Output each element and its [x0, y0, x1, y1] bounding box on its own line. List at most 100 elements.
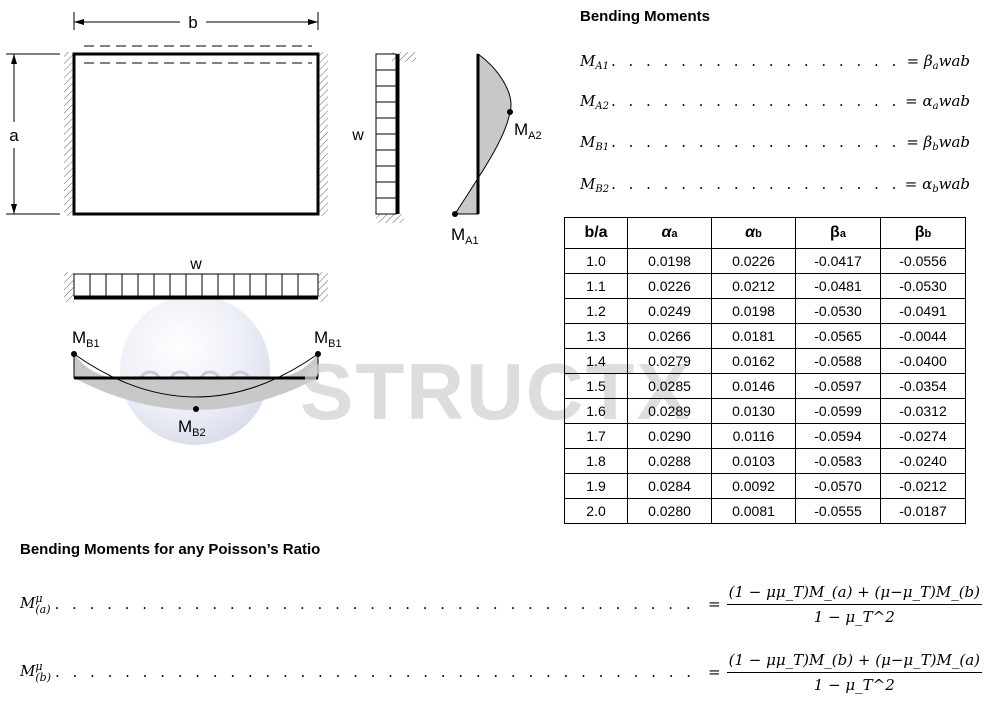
label-MB1-right: MB1 [314, 328, 342, 350]
header-beta-b: βb [880, 217, 966, 249]
side-moment-diagram: MA2 MA1 [451, 53, 542, 247]
label-w-bottom: w [189, 256, 202, 273]
table-cell: -0.0556 [880, 248, 966, 274]
formula-row-MA2: MA2 . . . . . . . . . . . . . . . . . . … [580, 92, 970, 112]
table-cell: 0.0081 [711, 498, 796, 524]
table-cell: 0.0280 [627, 498, 712, 524]
table-cell: -0.0530 [880, 273, 966, 299]
table-cell: 0.0226 [711, 248, 796, 274]
dimension-b: b [73, 12, 319, 32]
table-cell: -0.0570 [795, 473, 881, 499]
table-cell: 0.0198 [627, 248, 712, 274]
table-cell: 0.0212 [711, 273, 796, 299]
plate-outline [72, 52, 320, 216]
table-cell: -0.0491 [880, 298, 966, 324]
table-cell: 0.0226 [627, 273, 712, 299]
table-cell: -0.0583 [795, 448, 881, 474]
table-cell: 1.0 [564, 248, 628, 274]
label-a: a [9, 126, 19, 145]
table-cell: -0.0597 [795, 373, 881, 399]
label-MA2: MA2 [514, 120, 542, 142]
bottom-beam: w [64, 256, 328, 302]
label-b: b [188, 13, 197, 32]
poisson-title: Bending Moments for any Poisson’s Ratio [20, 541, 321, 558]
header-beta-a: βa [795, 217, 881, 249]
table-cell: 0.0092 [711, 473, 796, 499]
table-cell: -0.0565 [795, 323, 881, 349]
table-cell: 1.7 [564, 423, 628, 449]
table-cell: -0.0417 [795, 248, 881, 274]
bottom-moment-diagram: MB1 MB1 MB2 [71, 328, 342, 439]
poisson-a-denominator: 1 − μ_T^2 [813, 607, 895, 626]
table-cell: 1.3 [564, 323, 628, 349]
table-header-row: b/a αa αb βa βb [564, 217, 966, 249]
formula-row-MA1: MA1 . . . . . . . . . . . . . . . . . . … [580, 52, 970, 72]
table-cell: 1.9 [564, 473, 628, 499]
table-cell: -0.0312 [880, 398, 966, 424]
table-cell: -0.0240 [880, 448, 966, 474]
formula-row-MB2: MB2 . . . . . . . . . . . . . . . . . . … [580, 175, 970, 195]
header-alpha-a: αa [627, 217, 712, 249]
watermark-logo [120, 295, 270, 445]
table-cell: 0.0289 [627, 398, 712, 424]
table-cell: 2.0 [564, 498, 628, 524]
header-alpha-b: αb [711, 217, 796, 249]
table-cell: 0.0146 [711, 373, 796, 399]
table-cell: 0.0103 [711, 448, 796, 474]
table-cell: 1.4 [564, 348, 628, 374]
table-cell: 0.0198 [711, 298, 796, 324]
table-cell: -0.0187 [880, 498, 966, 524]
table-cell: -0.0530 [795, 298, 881, 324]
table-cell: 0.0181 [711, 323, 796, 349]
poisson-b-numerator: (1 − μμ_T)M_(b) + (μ−μ_T)M_(a) [726, 651, 982, 673]
poisson-a-numerator: (1 − μμ_T)M_(a) + (μ−μ_T)M_(b) [726, 583, 982, 605]
table-cell: -0.0594 [795, 423, 881, 449]
table-cell: -0.0555 [795, 498, 881, 524]
table-cell: -0.0599 [795, 398, 881, 424]
table-cell: 1.5 [564, 373, 628, 399]
poisson-b-denominator: 1 − μ_T^2 [813, 675, 895, 694]
table-cell: 1.8 [564, 448, 628, 474]
plate-right-support [318, 52, 328, 216]
formula-row-MB1: MB1 . . . . . . . . . . . . . . . . . . … [580, 133, 970, 153]
table-cell: 0.0285 [627, 373, 712, 399]
table-cell: 1.2 [564, 298, 628, 324]
table-cell: 0.0290 [627, 423, 712, 449]
table-cell: 0.0266 [627, 323, 712, 349]
table-cell: 0.0288 [627, 448, 712, 474]
table-cell: -0.0354 [880, 373, 966, 399]
table-cell: -0.0588 [795, 348, 881, 374]
table-cell: -0.0481 [795, 273, 881, 299]
table-cell: 0.0130 [711, 398, 796, 424]
label-MB1-left: MB1 [72, 328, 100, 350]
label-MA1: MA1 [451, 225, 479, 247]
table-cell: -0.0400 [880, 348, 966, 374]
bending-moments-title: Bending Moments [580, 8, 710, 25]
table-cell: -0.0212 [880, 473, 966, 499]
table-cell: -0.0274 [880, 423, 966, 449]
table-cell: 0.0162 [711, 348, 796, 374]
plate-left-support [64, 52, 74, 216]
table-cell: 0.0249 [627, 298, 712, 324]
table-cell: -0.0044 [880, 323, 966, 349]
table-cell: 1.6 [564, 398, 628, 424]
label-MB2: MB2 [178, 417, 206, 439]
table-cell: 1.1 [564, 273, 628, 299]
side-beam: w [351, 52, 416, 223]
plate-diagram: b a w MA2 [6, 12, 542, 445]
table-cell: 0.0116 [711, 423, 796, 449]
